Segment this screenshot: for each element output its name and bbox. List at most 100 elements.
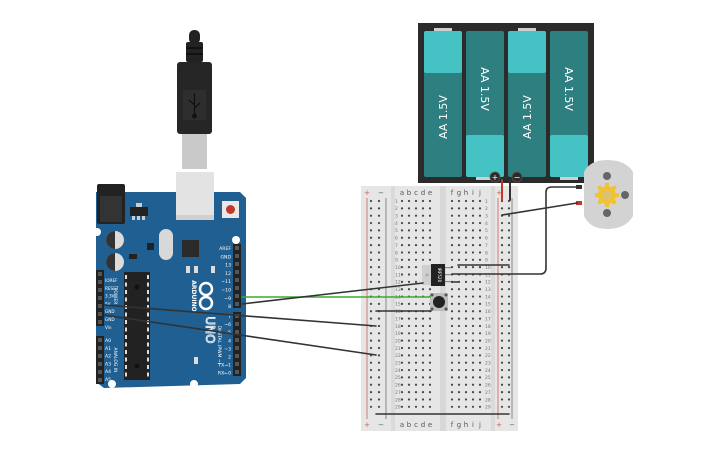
breadboard-hole[interactable]: [471, 251, 475, 254]
breadboard-hole[interactable]: [407, 383, 411, 386]
breadboard-hole[interactable]: [428, 346, 432, 350]
breadboard-hole[interactable]: [450, 391, 454, 394]
breadboard-hole[interactable]: [450, 214, 454, 217]
breadboard-hole[interactable]: [400, 376, 404, 379]
breadboard-hole[interactable]: [400, 317, 404, 320]
breadboard-hole[interactable]: [478, 288, 482, 291]
rail-hole[interactable]: [507, 229, 511, 232]
breadboard-hole[interactable]: [414, 199, 418, 203]
rail-hole[interactable]: [369, 244, 373, 247]
breadboard-hole[interactable]: [471, 229, 475, 232]
breadboard-hole[interactable]: [421, 339, 425, 342]
rail-hole[interactable]: [500, 354, 504, 357]
rail-hole[interactable]: [500, 361, 504, 364]
header-pin[interactable]: [235, 246, 239, 250]
breadboard-hole[interactable]: [450, 288, 454, 291]
breadboard-hole[interactable]: [450, 295, 454, 298]
breadboard-hole[interactable]: [428, 383, 432, 386]
rail-hole[interactable]: [500, 346, 504, 350]
breadboard-hole[interactable]: [471, 361, 475, 364]
rail-hole[interactable]: [377, 273, 381, 276]
breadboard-hole[interactable]: [407, 266, 411, 269]
breadboard-hole[interactable]: [428, 361, 432, 364]
breadboard-hole[interactable]: [428, 258, 432, 261]
breadboard-hole[interactable]: [400, 258, 404, 261]
breadboard-hole[interactable]: [421, 354, 425, 357]
breadboard-hole[interactable]: [471, 295, 475, 298]
breadboard-hole[interactable]: [478, 295, 482, 298]
rail-hole[interactable]: [500, 368, 504, 372]
breadboard-hole[interactable]: [414, 361, 418, 364]
breadboard-hole[interactable]: [457, 346, 461, 350]
breadboard-hole[interactable]: [400, 391, 404, 394]
motor-terminal-black[interactable]: [576, 185, 582, 189]
breadboard-hole[interactable]: [450, 339, 454, 342]
breadboard-hole[interactable]: [428, 317, 432, 320]
breadboard-hole[interactable]: [464, 310, 468, 313]
breadboard-hole[interactable]: [471, 199, 475, 203]
breadboard-hole[interactable]: [421, 405, 425, 408]
wire-gnd-rail[interactable]: [103, 314, 377, 356]
breadboard-hole[interactable]: [428, 288, 432, 291]
breadboard-hole[interactable]: [457, 199, 461, 203]
breadboard-hole[interactable]: [464, 207, 468, 210]
breadboard-hole[interactable]: [421, 398, 425, 401]
breadboard-hole[interactable]: [400, 266, 404, 269]
rail-hole[interactable]: [369, 368, 373, 372]
breadboard-hole[interactable]: [457, 368, 461, 372]
breadboard-hole[interactable]: [428, 339, 432, 342]
breadboard-hole[interactable]: [450, 266, 454, 269]
breadboard-hole[interactable]: [400, 236, 404, 239]
breadboard-hole[interactable]: [414, 368, 418, 372]
breadboard-hole[interactable]: [450, 207, 454, 210]
breadboard-hole[interactable]: [428, 391, 432, 394]
dc-motor[interactable]: [576, 160, 633, 229]
breadboard-hole[interactable]: [457, 354, 461, 357]
breadboard-hole[interactable]: [414, 317, 418, 320]
breadboard-hole[interactable]: [414, 258, 418, 261]
breadboard-hole[interactable]: [407, 361, 411, 364]
breadboard-hole[interactable]: [407, 324, 411, 328]
breadboard-hole[interactable]: [421, 346, 425, 350]
header-pin[interactable]: [235, 294, 239, 298]
rail-hole[interactable]: [500, 236, 504, 239]
breadboard-hole[interactable]: [478, 324, 482, 328]
breadboard-hole[interactable]: [471, 383, 475, 386]
breadboard-hole[interactable]: [400, 273, 404, 276]
breadboard-hole[interactable]: [471, 346, 475, 350]
rail-hole[interactable]: [377, 368, 381, 372]
breadboard-hole[interactable]: [464, 199, 468, 203]
breadboard-hole[interactable]: [464, 354, 468, 357]
breadboard-hole[interactable]: [407, 391, 411, 394]
breadboard-hole[interactable]: [414, 214, 418, 217]
header-pin[interactable]: [235, 270, 239, 274]
breadboard-hole[interactable]: [421, 221, 425, 225]
breadboard-hole[interactable]: [464, 376, 468, 379]
header-pin[interactable]: [98, 346, 102, 350]
breadboard-hole[interactable]: [400, 251, 404, 254]
breadboard-hole[interactable]: [478, 214, 482, 217]
breadboard-hole[interactable]: [400, 199, 404, 203]
breadboard-hole[interactable]: [471, 258, 475, 261]
rail-hole[interactable]: [507, 258, 511, 261]
header-pin[interactable]: [98, 272, 102, 276]
breadboard-hole[interactable]: [464, 324, 468, 328]
breadboard-hole[interactable]: [464, 361, 468, 364]
rail-hole[interactable]: [369, 339, 373, 342]
header-pin[interactable]: [98, 312, 102, 316]
breadboard-hole[interactable]: [457, 236, 461, 239]
breadboard-hole[interactable]: [457, 317, 461, 320]
rail-hole[interactable]: [369, 317, 373, 320]
breadboard-hole[interactable]: [471, 339, 475, 342]
rail-hole[interactable]: [377, 383, 381, 386]
breadboard-hole[interactable]: [407, 354, 411, 357]
rail-hole[interactable]: [500, 383, 504, 386]
breadboard-hole[interactable]: [450, 310, 454, 313]
breadboard-hole[interactable]: [457, 266, 461, 269]
breadboard-hole[interactable]: [457, 376, 461, 379]
rail-hole[interactable]: [507, 302, 511, 305]
breadboard-hole[interactable]: [414, 236, 418, 239]
rail-hole[interactable]: [500, 251, 504, 254]
breadboard-hole[interactable]: [464, 258, 468, 261]
breadboard-hole[interactable]: [428, 244, 432, 247]
